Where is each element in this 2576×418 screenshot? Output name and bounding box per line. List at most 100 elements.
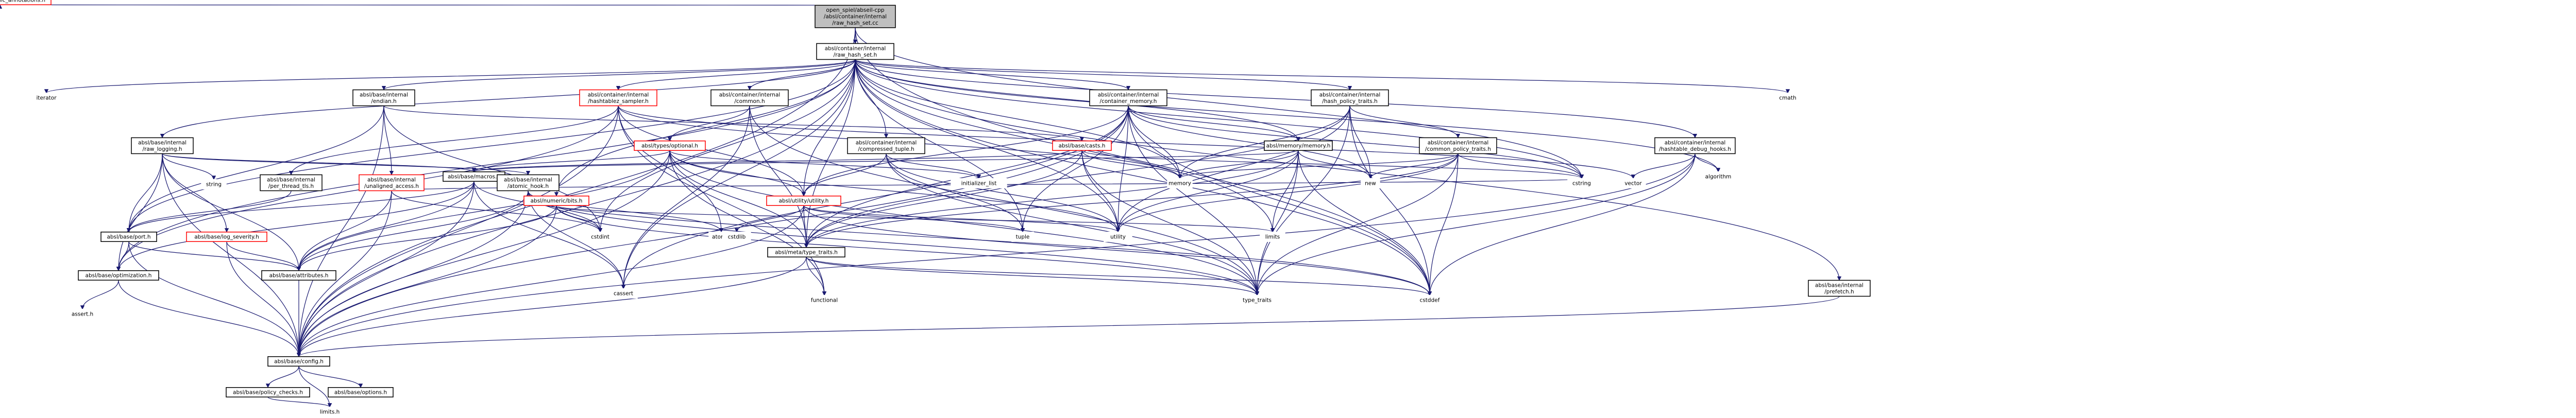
edge-optional-h-to-type-traits: [669, 150, 1260, 296]
node-label: assert.h: [72, 311, 93, 318]
edge: [855, 59, 1584, 179]
edge: [621, 59, 856, 289]
node-prefetch-h[interactable]: absl/base/internal/prefetch.h: [1808, 280, 1871, 297]
edge: [1177, 150, 1299, 179]
node-port-h[interactable]: absl/base/port.h: [100, 232, 157, 242]
node-type-traits-h[interactable]: absl/meta/type_traits.h: [767, 247, 845, 257]
node-options-h[interactable]: absl/base/options.h: [328, 387, 394, 397]
node-utility-h[interactable]: absl/utility/utility.h: [766, 196, 841, 206]
edge-container-memory-h-to-memory-h: [1128, 106, 1301, 142]
node-log-severity-h[interactable]: absl/base/log_severity.h: [186, 232, 267, 242]
edge-raw-hash-set-h-to-utility-h: [801, 59, 856, 197]
node-unaligned-access-h[interactable]: absl/base/internal/unaligned_access.h: [359, 174, 425, 191]
edge: [806, 256, 1432, 296]
node-cassert: cassert: [609, 288, 638, 299]
node-hashtable-debug-hooks-h[interactable]: absl/container/internal/hashtable_debug_…: [1654, 137, 1736, 154]
edge: [128, 241, 301, 271]
node-box: [1052, 141, 1112, 151]
node-box: [30, 93, 62, 103]
node-label: new: [1365, 181, 1376, 187]
edge-layer: [0, 4, 1842, 408]
edge-config-h-to-options-h: [298, 366, 363, 388]
node-box: [314, 407, 346, 417]
node-label: memory: [1168, 181, 1191, 187]
edge: [855, 59, 1352, 91]
edge: [803, 205, 1432, 296]
node-box: [497, 174, 560, 191]
node-casts-h[interactable]: absl/base/casts.h: [1052, 141, 1112, 151]
edge-compressed-tuple-h-to-utility-h: [801, 153, 887, 197]
edge-raw-logging-h-to-port-h: [126, 153, 163, 233]
edge: [162, 153, 530, 176]
node-container-memory-h[interactable]: absl/container/internal/container_memory…: [1089, 89, 1167, 107]
node-label: vector: [1624, 181, 1642, 187]
edge: [621, 106, 750, 289]
node-memory-h[interactable]: absl/memory/memory.h: [1264, 141, 1333, 151]
edge-common-policy-traits-h-to-cstddef: [1427, 153, 1459, 296]
edge: [126, 153, 163, 233]
node-label: /prefetch.h: [1824, 289, 1854, 295]
node-endian-h[interactable]: absl/base/internal/endian.h: [352, 89, 415, 107]
node-box: [100, 232, 157, 242]
node-box: [267, 356, 330, 367]
node-optional-h[interactable]: absl/types/optional.h: [634, 141, 706, 151]
node-raw-logging-h[interactable]: absl/base/internal/raw_logging.h: [131, 137, 194, 154]
edge: [855, 59, 1121, 233]
edge-bits-h-to-type-traits: [556, 205, 1260, 296]
node-policy-checks-h[interactable]: absl/base/policy_checks.h: [226, 387, 310, 397]
edge-common-policy-traits-h-to-new: [1368, 153, 1459, 179]
edge: [1081, 150, 1260, 296]
edge-compressed-tuple-h-to-tuple: [886, 153, 1025, 233]
edge: [806, 256, 1260, 296]
node-label: absl/base/policy_checks.h: [233, 390, 303, 396]
node-config-h[interactable]: absl/base/config.h: [267, 356, 330, 367]
node-attributes-h[interactable]: absl/base/attributes.h: [261, 270, 336, 281]
node-per-thread-tls-h[interactable]: absl/base/internal/per_thread_tls.h: [260, 174, 323, 191]
edge: [296, 59, 856, 357]
edge: [80, 280, 119, 310]
node-common-policy-traits-h[interactable]: absl/container/internal/common_policy_tr…: [1419, 137, 1497, 154]
node-label: absl/base/log_severity.h: [194, 234, 259, 240]
edge: [556, 205, 1260, 296]
node-box: [352, 89, 415, 107]
edge: [855, 59, 1025, 233]
node-root[interactable]: open_spiel/abseil-cpp/absl/container/int…: [815, 5, 896, 28]
node-macros-h[interactable]: absl/base/macros.h: [443, 171, 505, 182]
node-label: /endian.h: [371, 98, 396, 104]
edge-atomic-hook-h-to-cassert: [528, 190, 626, 289]
node-raw-hash-set-h[interactable]: absl/container/internal/raw_hash_set.h: [816, 43, 894, 60]
node-label: absl/container/internal: [1665, 140, 1726, 146]
node-hash-policy-traits-h[interactable]: absl/container/internal/hash_policy_trai…: [1311, 89, 1389, 107]
edge: [296, 181, 474, 271]
edge-optional-h-to-macros-h: [471, 150, 670, 172]
edge-hash-policy-traits-h-to-utility: [1115, 106, 1350, 233]
edge: [554, 59, 856, 197]
node-box: [609, 288, 638, 299]
edge: [297, 296, 1840, 357]
node-compressed-tuple-h[interactable]: absl/container/internal/compressed_tuple…: [847, 137, 925, 154]
node-optimization-h[interactable]: absl/base/optimization.h: [78, 270, 159, 281]
edge-hashtable-debug-hooks-h-to-type-traits: [1255, 153, 1696, 296]
edge: [1177, 153, 1459, 179]
node-hashtablez-sampler-h[interactable]: absl/container/internal/hashtablez_sampl…: [579, 89, 657, 107]
edge: [855, 59, 1698, 138]
edge-config-h-to-policy-checks-h: [265, 366, 299, 388]
edge: [804, 150, 1082, 248]
edge-raw-hash-set-h-to-raw-logging-h: [160, 59, 856, 138]
edge: [801, 153, 887, 197]
edge-memory-h-to-type-traits: [1255, 150, 1299, 296]
node-dynamic-annotations-h[interactable]: absl/base/dynamic_annotations.h: [0, 0, 52, 5]
edge: [116, 153, 163, 271]
node-atomic-hook-h[interactable]: absl/base/internal/atomic_hook.h: [497, 174, 560, 191]
edge-raw-hash-set-h-to-prefetch-h: [855, 59, 1842, 281]
edge-common-policy-traits-h-to-memory: [1177, 153, 1459, 179]
edge: [1081, 150, 1584, 179]
edge: [528, 190, 626, 289]
edge-macros-h-to-attributes-h: [296, 181, 474, 271]
edge: [296, 106, 1129, 357]
edge-prefetch-h-to-config-h: [297, 296, 1840, 357]
node-box: [1260, 232, 1285, 242]
node-bits-h[interactable]: absl/numeric/bits.h: [523, 196, 589, 206]
edge: [1349, 106, 1461, 138]
node-common-h[interactable]: absl/container/internal/common.h: [710, 89, 789, 107]
